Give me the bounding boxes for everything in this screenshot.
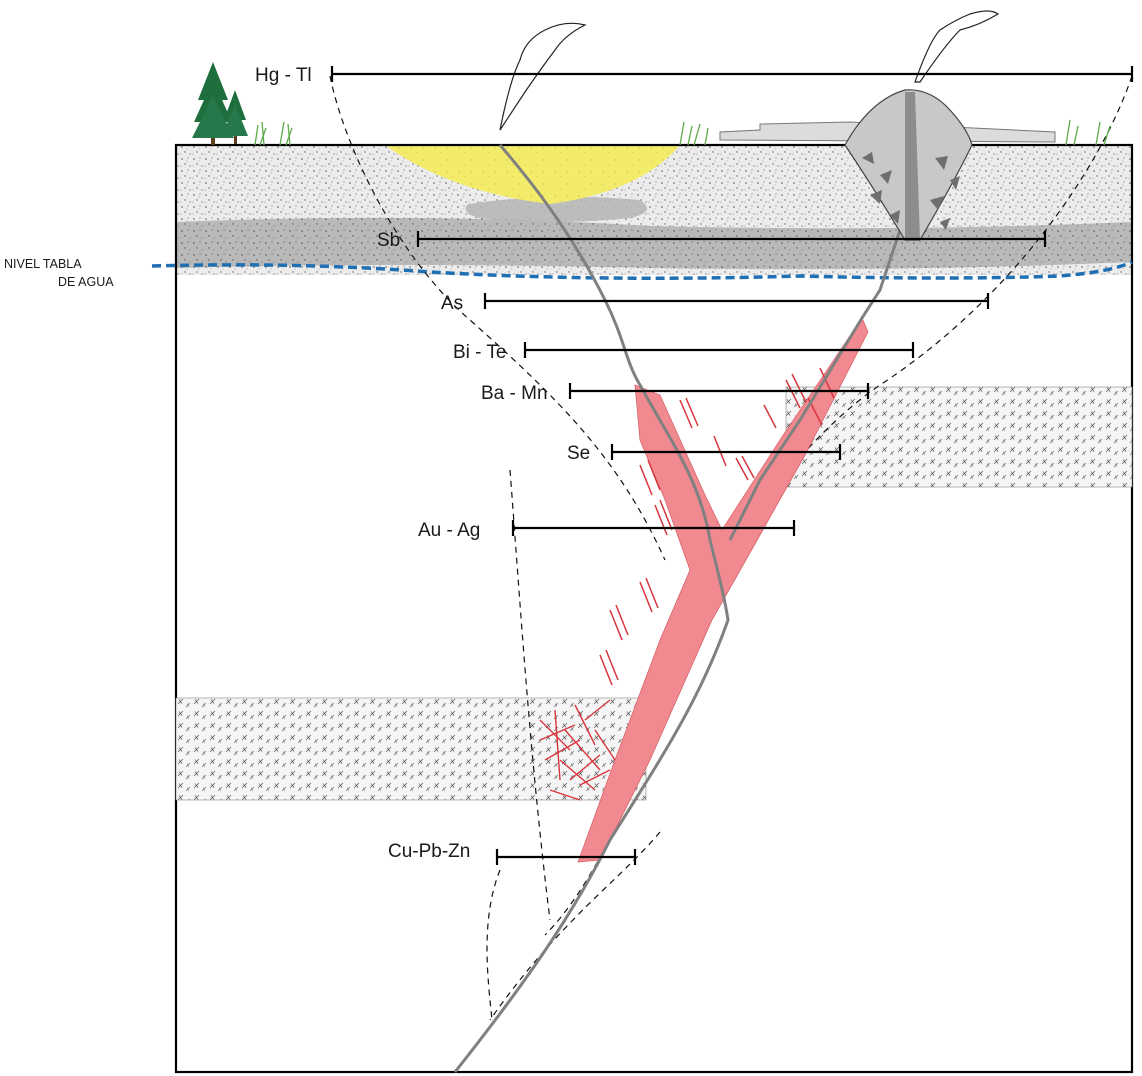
water-table-label-1: NIVEL TABLA (4, 257, 82, 271)
trees (192, 62, 248, 145)
label-au-ag: Au - Ag (418, 520, 480, 541)
label-bi-te: Bi - Te (453, 342, 507, 363)
water-table-label-2: DE AGUA (58, 275, 114, 289)
label-sb: Sb (377, 230, 400, 251)
label-as: As (441, 293, 463, 314)
label-ba-mn: Ba - Mn (481, 383, 548, 404)
section-frame (176, 145, 1132, 1072)
steam-plume-left (500, 23, 585, 130)
label-cu-pb-zn: Cu-Pb-Zn (388, 841, 470, 862)
lower-host-rock-band (176, 698, 646, 800)
label-se: Se (567, 443, 590, 464)
upper-host-rock-band (786, 387, 1132, 487)
range-as (485, 293, 988, 309)
range-hg-tl (332, 66, 1132, 82)
steam-plume-right (915, 11, 998, 82)
label-hg-tl: Hg - Tl (255, 65, 312, 86)
range-cu-pb-zn (497, 849, 635, 865)
